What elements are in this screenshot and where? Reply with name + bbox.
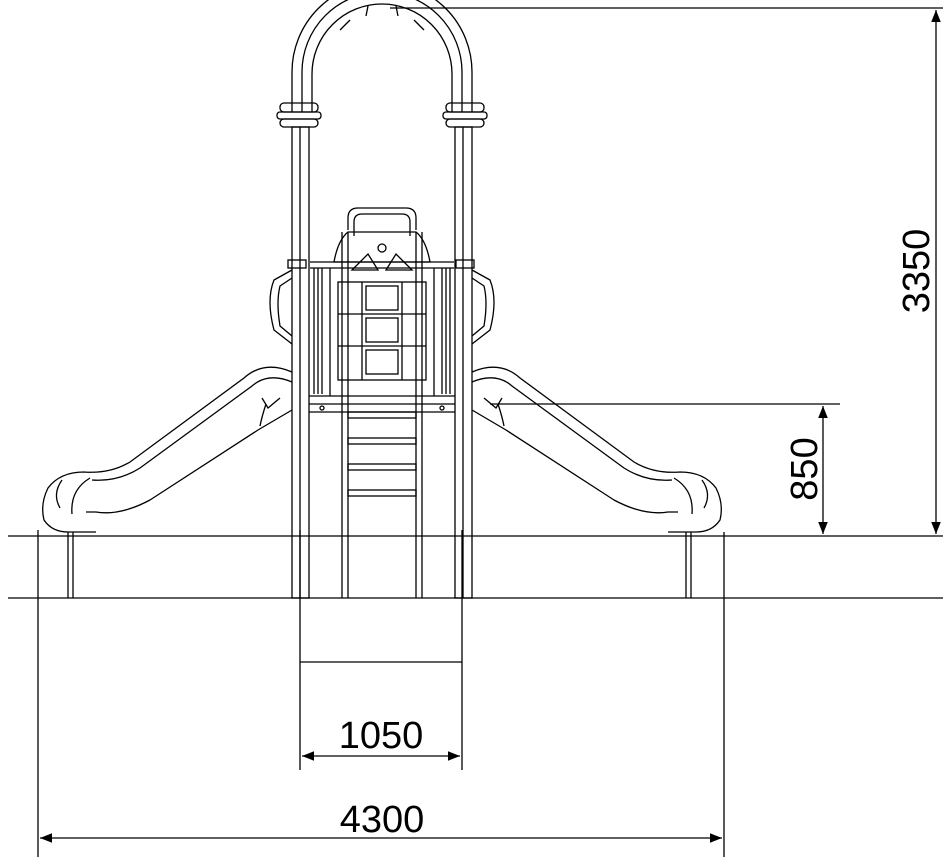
dimension-extensions bbox=[37, 7, 943, 857]
dim-label-4300: 4300 bbox=[340, 799, 425, 841]
ground-lines bbox=[8, 535, 943, 599]
arch bbox=[276, 0, 488, 128]
left-slide bbox=[42, 366, 293, 598]
right-slide bbox=[471, 366, 722, 598]
posts bbox=[291, 126, 473, 599]
dim-label-1050: 1050 bbox=[339, 715, 424, 757]
dim-label-850: 850 bbox=[784, 437, 826, 500]
tower-panel bbox=[269, 207, 495, 413]
dim-label-3350: 3350 bbox=[896, 229, 938, 314]
ladder bbox=[341, 232, 423, 598]
